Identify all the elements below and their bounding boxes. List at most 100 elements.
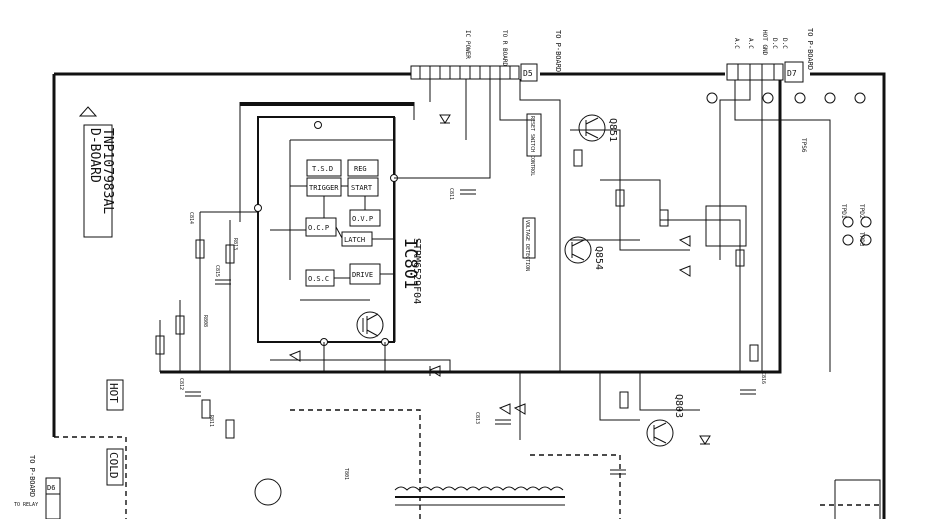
q854-label: Q854	[593, 246, 604, 270]
ic801-mosfet	[356, 311, 384, 339]
connector-d7-ref: D7	[787, 69, 797, 78]
transformer-t801	[394, 479, 881, 519]
q803-label: Q803	[673, 394, 684, 418]
q803-symbol	[653, 422, 667, 444]
connector-d7-body	[726, 63, 784, 81]
transistors: Q851 Q854 Q803	[254, 114, 684, 506]
cold-label-group: COLD	[107, 452, 120, 479]
tpd2-point	[860, 216, 872, 228]
d802-diode	[288, 350, 301, 362]
component-r-4	[155, 335, 165, 355]
connector-d5-pin-icpower: IC POWER	[464, 30, 471, 59]
main-wiring	[159, 79, 831, 440]
tps-label: TPS6	[800, 138, 807, 153]
ic801-internal-wiring	[270, 117, 396, 342]
label-r813: R813	[232, 238, 238, 250]
d803-diode	[699, 435, 711, 445]
label-c813: C813	[474, 412, 480, 424]
hot-label-box	[106, 379, 124, 411]
connector-d5: D5 IC POWER TO R BOARD TO P-BOARD	[410, 30, 562, 82]
board-title-line1-group: D-BOARD	[87, 128, 102, 183]
q851-symbol	[585, 117, 599, 139]
connector-d5-pin-rboard: TO R BOARD	[501, 30, 508, 67]
tp1-label: TPD1	[840, 204, 847, 219]
ic-block-start-label: START	[351, 184, 373, 192]
cold-zone-border-2	[290, 409, 421, 519]
component-r-11	[749, 344, 759, 362]
diodes	[288, 114, 711, 445]
q851-transistor	[578, 114, 606, 142]
label-t801: T801	[343, 468, 349, 480]
label-c815: C815	[214, 265, 220, 277]
ic-block-tsd	[306, 159, 342, 177]
t801-winding	[394, 486, 564, 491]
q801-transistor	[254, 478, 282, 506]
q854-transistor	[564, 236, 592, 264]
connector-d5-to-pboard: TO P-BOARD	[554, 30, 562, 72]
board-title-line1: D-BOARD	[87, 128, 102, 183]
wires-bottom	[323, 342, 700, 440]
label-c816: C816	[760, 372, 766, 384]
component-r-1	[195, 239, 205, 259]
ic801-ref: IC801	[400, 238, 420, 289]
connector-d7-pin-ac1: A.C	[733, 38, 740, 49]
component-r-10	[735, 249, 745, 267]
connector-d7-pin-ac2: A.C	[747, 38, 754, 49]
l802-inductor	[834, 479, 881, 519]
ic-block-start	[347, 177, 379, 197]
test-point-3	[794, 92, 806, 104]
d854-diode	[439, 114, 451, 124]
component-r-2	[225, 244, 235, 264]
hot-label: HOT	[107, 383, 120, 403]
test-points: TPS6 TPD1 TPD2 TPD3	[706, 92, 872, 247]
dc-rail	[740, 80, 782, 374]
ic801-part: STRM6529F04	[411, 238, 422, 304]
cold-label: COLD	[107, 452, 120, 479]
ic801-label-group: IC801	[400, 238, 420, 289]
ic-block-reg	[347, 159, 379, 177]
label-c814: C814	[188, 212, 194, 224]
reset-switch-box	[526, 113, 542, 157]
connector-d6: D6 TO P-BOARD TO RELAY	[14, 455, 61, 520]
tpd3-point	[842, 234, 854, 246]
connector-d7-pins	[737, 64, 775, 80]
ic-pin-3	[254, 204, 262, 212]
ic-block-tsd-label: T.S.D	[312, 165, 333, 173]
tp3-label: TPD3	[858, 232, 865, 247]
test-point-1	[706, 92, 718, 104]
component-capacitors	[185, 189, 756, 475]
ic801-mosfet-symbol	[362, 313, 379, 337]
ic-block-drive-label: DRIVE	[352, 271, 373, 279]
board-title-line2-group: TNP107983AL	[100, 128, 115, 214]
q851-label: Q851	[607, 118, 618, 142]
tpd4-point	[860, 234, 872, 246]
label-c811: C811	[448, 188, 454, 200]
component-labels: C814 C815 C811 C812 C813 C816 R813 R808 …	[178, 188, 766, 480]
connector-d5-pins	[419, 66, 511, 79]
connector-d6-ref: D6	[47, 484, 55, 492]
wires-d5	[394, 79, 561, 372]
component-r-12	[619, 391, 629, 409]
connector-d7-pin-dc1: D.C	[771, 38, 778, 49]
ic801-blocks: START REG TRIGGER T.S.D O.V.P LATCH O.C.…	[254, 117, 398, 346]
connector-d5-ref: D5	[523, 69, 533, 78]
test-point-2	[762, 92, 774, 104]
ic-block-latch-label: LATCH	[344, 236, 365, 244]
cold-label-box	[106, 448, 124, 486]
ic801-top-bus	[240, 102, 414, 106]
voltage-detection-box	[522, 217, 536, 259]
ic-block-osc-label: O.S.C	[308, 275, 329, 283]
connector-d7-tag	[784, 61, 804, 83]
connector-d6-to-pboard: TO P-BOARD	[28, 455, 36, 497]
ic-block-reg-label: REG	[354, 165, 367, 173]
component-r-8	[615, 189, 625, 207]
component-r-5	[201, 399, 211, 419]
connector-d7: D7 A.C A.C HOT GND D.C D.C TO P-BOARD	[726, 28, 814, 83]
connector-d5-body	[410, 65, 520, 80]
warning-triangle-icon	[78, 106, 98, 117]
wires-left	[159, 211, 451, 372]
voltage-detection-label: VOLTAGE DETECTION	[524, 220, 530, 271]
connector-d5-tag	[520, 63, 538, 82]
